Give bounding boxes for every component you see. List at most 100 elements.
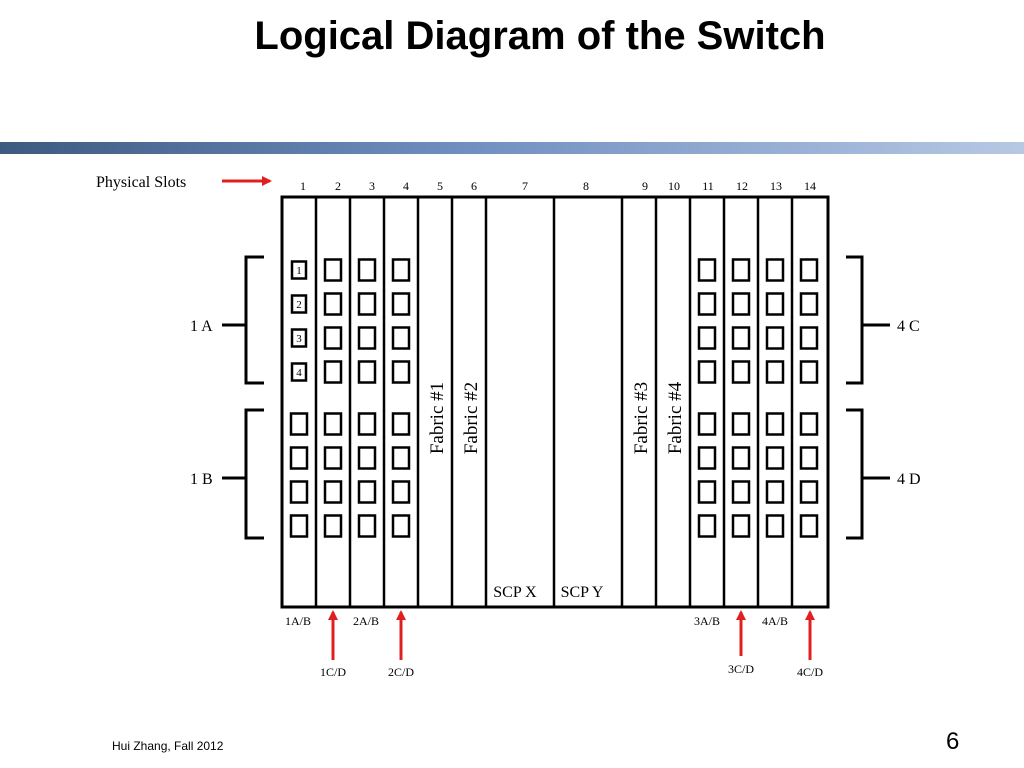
slot-number: 10 — [668, 179, 680, 193]
port-number: 1 — [296, 265, 302, 277]
port-box — [765, 360, 785, 384]
port-box — [799, 480, 819, 504]
group-bracket-4d — [846, 408, 890, 540]
slot-number: 13 — [770, 179, 782, 193]
group-label-4d: 4 D — [897, 471, 921, 488]
port-box — [357, 446, 377, 470]
fabric-label: Fabric #3 — [631, 382, 652, 454]
port-box — [391, 514, 411, 538]
fabric-label: Fabric #1 — [427, 382, 448, 454]
port-box — [765, 258, 785, 282]
port-box — [289, 446, 309, 470]
port-box — [289, 514, 309, 538]
title-underline-bar — [0, 142, 1024, 154]
slot-number: 3 — [369, 179, 375, 193]
port-box — [697, 292, 717, 316]
port-box — [357, 326, 377, 350]
port-box — [731, 412, 751, 436]
port-box — [391, 480, 411, 504]
fabric-label: Fabric #4 — [665, 381, 686, 454]
port-box — [289, 412, 309, 436]
port-box — [323, 514, 343, 538]
port-box — [697, 326, 717, 350]
port-box — [697, 360, 717, 384]
slot-number: 7 — [522, 179, 528, 193]
port-box — [357, 412, 377, 436]
port-box — [323, 446, 343, 470]
scp-label: SCP Y — [561, 584, 604, 601]
port-box — [799, 360, 819, 384]
port-box — [799, 446, 819, 470]
slot-number: 4 — [403, 179, 409, 193]
slot-number: 12 — [736, 179, 748, 193]
port-box — [391, 412, 411, 436]
port-number: 4 — [296, 367, 302, 379]
slot-number: 8 — [583, 179, 589, 193]
port-box — [799, 326, 819, 350]
port-box — [323, 258, 343, 282]
port-box — [765, 326, 785, 350]
port-box — [391, 292, 411, 316]
port-number: 3 — [296, 333, 302, 345]
arrow-label: 4C/D — [797, 665, 823, 679]
port-box — [731, 480, 751, 504]
slot-number: 14 — [804, 179, 816, 193]
port-box — [357, 258, 377, 282]
group-label-1b: 1 B — [190, 471, 213, 488]
port-box — [697, 514, 717, 538]
port-box — [731, 292, 751, 316]
slot-number: 1 — [300, 179, 306, 193]
port-box — [765, 412, 785, 436]
port-box — [290, 328, 308, 348]
port-box — [290, 294, 308, 314]
slot-number: 5 — [437, 179, 443, 193]
physical-slots-label: Physical Slots — [96, 174, 186, 191]
port-box — [765, 480, 785, 504]
slot-number: 11 — [702, 179, 714, 193]
port-boxes — [289, 258, 819, 538]
port-box — [731, 446, 751, 470]
slot-number: 2 — [335, 179, 341, 193]
scp-label: SCP X — [493, 584, 537, 601]
bottom-label: 2A/B — [353, 614, 379, 628]
port-box — [391, 446, 411, 470]
port-box — [731, 326, 751, 350]
port-box — [357, 480, 377, 504]
bottom-label: 4A/B — [762, 614, 788, 628]
slide-title: Logical Diagram of the Switch — [254, 14, 826, 58]
port-box — [391, 258, 411, 282]
port-box — [290, 362, 308, 382]
port-box — [323, 292, 343, 316]
port-box — [799, 292, 819, 316]
port-box — [357, 292, 377, 316]
group-bracket-1a — [222, 255, 264, 385]
port-box — [697, 412, 717, 436]
port-box — [323, 480, 343, 504]
port-box — [323, 360, 343, 384]
group-label-1a: 1 A — [190, 318, 213, 335]
port-box — [765, 292, 785, 316]
port-box — [799, 258, 819, 282]
arrow-label: 2C/D — [388, 665, 414, 679]
group-bracket-4c — [846, 255, 890, 385]
port-box — [799, 514, 819, 538]
page-number: 6 — [946, 728, 960, 755]
port-box — [323, 326, 343, 350]
port-box — [731, 360, 751, 384]
port-box — [765, 446, 785, 470]
port-box — [357, 360, 377, 384]
port-box — [357, 514, 377, 538]
port-box — [765, 514, 785, 538]
slot-number-row: 1 2 3 4 5 6 7 8 9 10 11 12 13 14 — [300, 179, 816, 193]
footer-author: Hui Zhang, Fall 2012 — [112, 739, 224, 753]
group-bracket-1b — [222, 408, 264, 540]
port-box — [799, 412, 819, 436]
port-box — [731, 514, 751, 538]
port-box — [731, 258, 751, 282]
port-box — [391, 326, 411, 350]
arrow-label: 1C/D — [320, 665, 346, 679]
bottom-label: 1A/B — [285, 614, 311, 628]
port-box — [290, 260, 308, 280]
bottom-label: 3A/B — [694, 614, 720, 628]
